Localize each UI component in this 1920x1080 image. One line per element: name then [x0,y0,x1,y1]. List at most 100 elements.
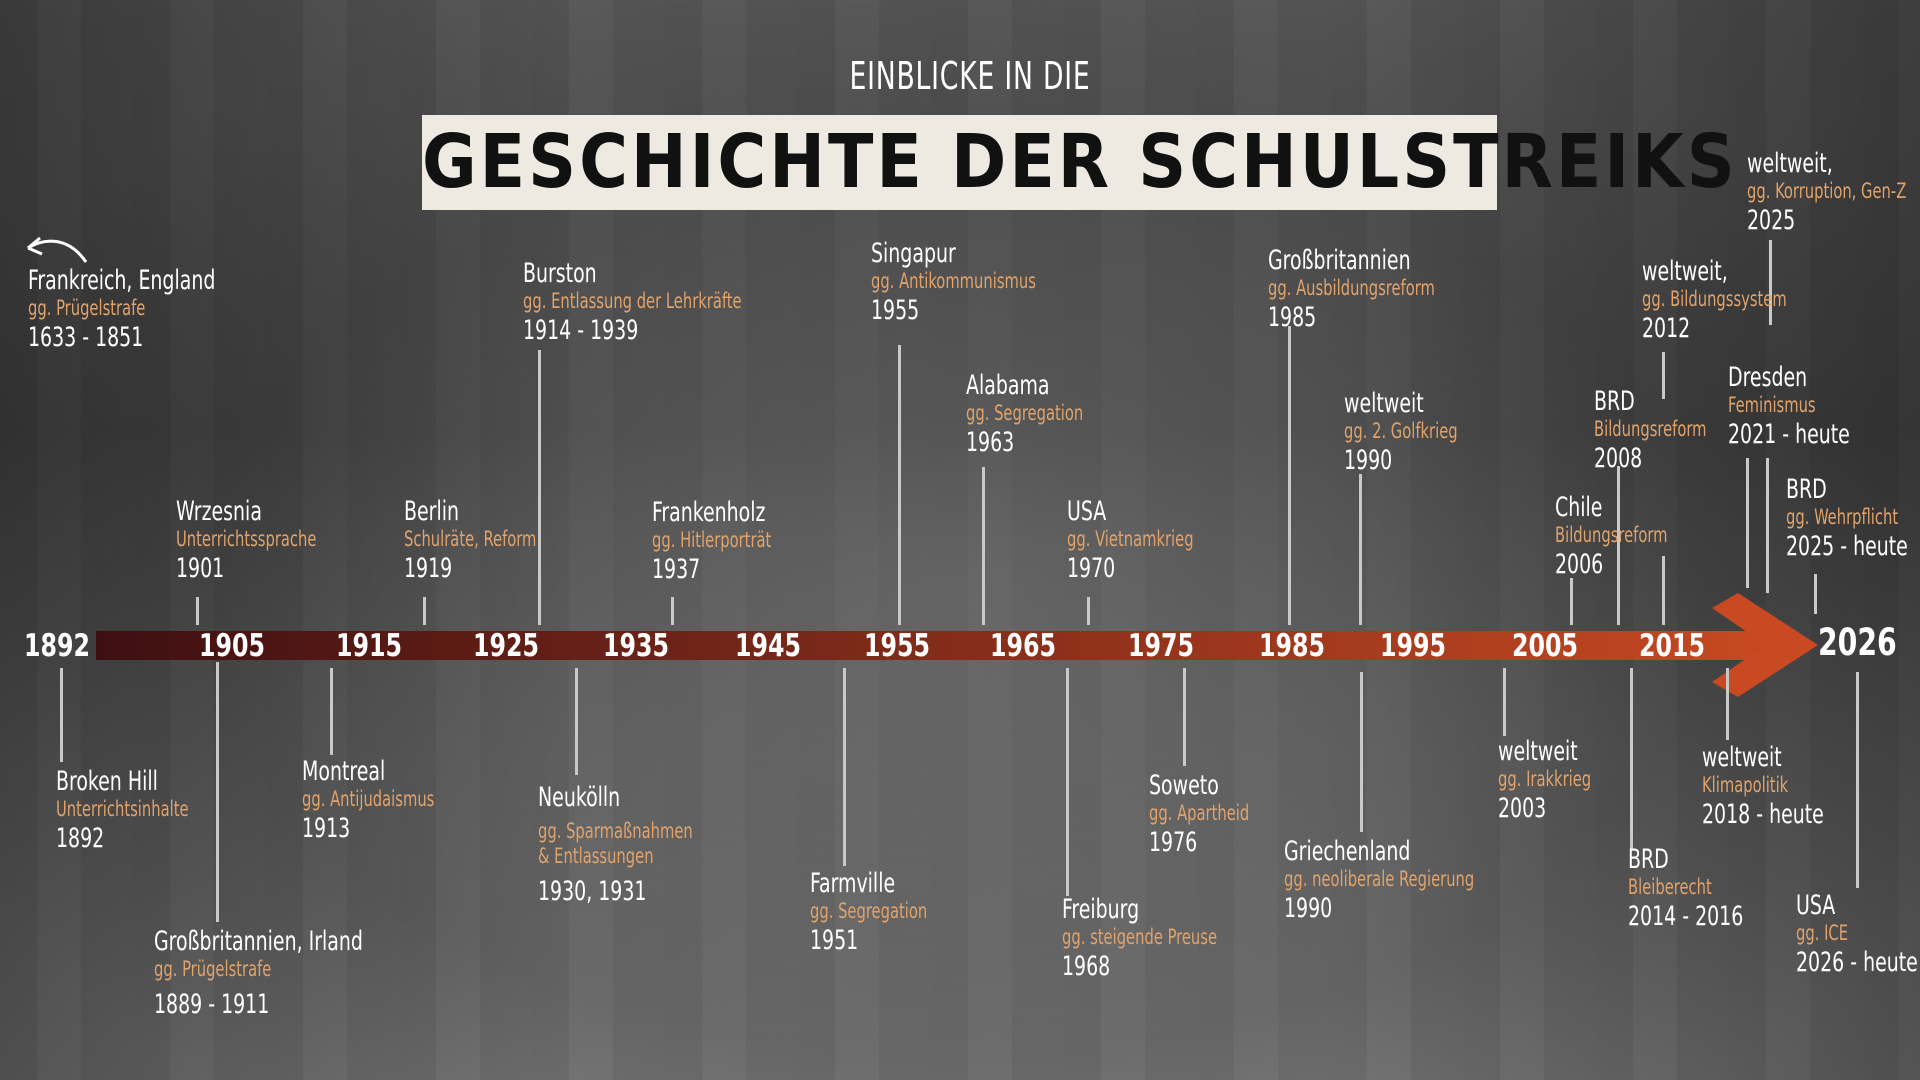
event-year: 1914 - 1939 [523,315,639,346]
event-subject: gg. Hitlerporträt [652,528,772,552]
event-place: Freiburg [1062,894,1140,925]
event-year: 2014 - 2016 [1628,901,1744,932]
connector-line [898,345,901,625]
event-year: 2008 [1594,443,1643,474]
event-place: BRD [1786,474,1827,505]
event-subject: gg. ICE [1796,921,1849,945]
event-singapur: Singapur gg. Antikommunismus 1955 [871,238,1082,327]
axis-label-1892: 1892 [24,628,90,664]
event-montreal: Montreal gg. Antijudaismus 1913 [302,756,472,845]
event-year: 1970 [1067,553,1116,584]
event-subject: gg. Antikommunismus [871,269,1036,293]
event-neukoelln: Neukölln gg. Sparmaßnahmen & Entlassunge… [538,782,736,908]
event-year: 1968 [1062,951,1111,982]
connector-line [1856,672,1859,888]
axis-label-1915: 1915 [336,628,402,664]
event-subject: gg. Apartheid [1149,801,1250,825]
event-freiburg: Freiburg gg. steigende Preuse 1968 [1062,894,1261,983]
event-year: 1990 [1344,445,1393,476]
connector-line [1570,578,1573,625]
event-place: Chile [1555,492,1603,523]
event-brd-bleiberecht: BRD Bleiberecht 2014 - 2016 [1628,844,1776,933]
event-place: Griechenland [1284,836,1411,867]
event-place: Frankenholz [652,497,766,528]
event-brd-wehrpflicht: BRD gg. Wehrpflicht 2025 - heute [1786,474,1920,563]
axis-label-1995: 1995 [1380,628,1446,664]
event-place: Wrzesnia [176,496,262,527]
event-place: BRD [1628,844,1669,875]
connector-line [843,668,846,866]
event-year: 1930, 1931 [538,876,647,907]
connector-line [1183,668,1186,766]
event-weltweit-korruption: weltweit, gg. Korruption, Gen-Z 2025 [1747,148,1920,237]
event-soweto: Soweto gg. Apartheid 1976 [1149,770,1278,859]
event-year: 1955 [871,295,920,326]
event-place: Burston [523,258,597,289]
event-year: 2021 - heute [1728,419,1850,450]
event-place: weltweit [1498,736,1578,767]
axis-label-1935: 1935 [603,628,669,664]
event-usa-vietnam: USA gg. Vietnamkrieg 1970 [1067,496,1229,585]
event-place: Broken Hill [56,766,158,797]
event-year: 2025 [1747,205,1796,236]
connector-line [1630,668,1633,850]
event-subject: gg. Wehrpflicht [1786,505,1899,529]
event-year: 1892 [56,823,105,854]
timeline-bar [96,631,1796,660]
event-subject: gg. steigende Preuse [1062,925,1218,949]
back-arrow-icon [27,236,88,263]
event-grossbritannien: Großbritannien gg. Ausbildungsreform 198… [1268,245,1482,334]
event-place: Montreal [302,756,386,787]
event-chile: Chile Bildungsreform 2006 [1555,492,1699,581]
event-subject: gg. neoliberale Regierung [1284,867,1475,891]
event-year: 2018 - heute [1702,799,1824,830]
connector-line [216,662,219,922]
axis-label-1945: 1945 [735,628,801,664]
event-subject: gg. Bildungssystem [1642,287,1787,311]
connector-line [1726,668,1729,740]
event-subject: gg. Irakkrieg [1498,767,1592,791]
axis-label-1985: 1985 [1259,628,1325,664]
event-place: Soweto [1149,770,1219,801]
event-place: USA [1067,496,1107,527]
axis-label-2005: 2005 [1512,628,1578,664]
event-burston: Burston gg. Entlassung der Lehrkräfte 19… [523,258,803,347]
event-place: weltweit [1344,388,1424,419]
event-subject: Bleiberecht [1628,875,1712,899]
connector-line [575,668,578,775]
connector-line [1066,668,1069,896]
event-year: 1633 - 1851 [28,322,144,353]
event-year: 1889 - 1911 [154,989,270,1020]
event-weltweit-golfkrieg: weltweit gg. 2. Golfkrieg 1990 [1344,388,1490,477]
event-brd-bildungsreform: BRD Bildungsreform 2008 [1594,386,1738,475]
title-banner [422,115,1497,210]
connector-line [196,597,199,625]
event-subject: gg. Entlassung der Lehrkräfte [523,289,742,313]
event-frankreich-england: Frankreich, England gg. Prügelstrafe 163… [28,265,268,354]
event-subject: Schulräte, Reform [404,527,537,551]
connector-line [1087,597,1090,625]
connector-line [538,350,541,625]
event-frankenholz: Frankenholz gg. Hitlerporträt 1937 [652,497,805,586]
event-year: 2003 [1498,793,1547,824]
connector-line [1766,458,1769,593]
event-subject: Klimapolitik [1702,773,1789,797]
connector-line [1769,240,1772,325]
axis-label-1965: 1965 [990,628,1056,664]
event-wrzesnia: Wrzesnia Unterrichtssprache 1901 [176,496,356,585]
event-berlin: Berlin Schulräte, Reform 1919 [404,496,574,585]
axis-label-2015: 2015 [1639,628,1705,664]
event-place: Farmville [810,868,896,899]
connector-line [1617,466,1620,625]
event-year: 2012 [1642,313,1691,344]
connector-line [982,467,985,625]
event-place: Neukölln [538,782,621,813]
event-subject: gg. Antijudaismus [302,787,435,811]
event-year: 1919 [404,553,453,584]
event-weltweit-bildungssystem: weltweit, gg. Bildungssystem 2012 [1642,256,1828,345]
connector-line [1360,672,1363,832]
connector-line [1288,326,1291,625]
event-subject: gg. Segregation [966,401,1084,425]
axis-label-1955: 1955 [864,628,930,664]
event-subject: gg. Sparmaßnahmen [538,819,693,843]
